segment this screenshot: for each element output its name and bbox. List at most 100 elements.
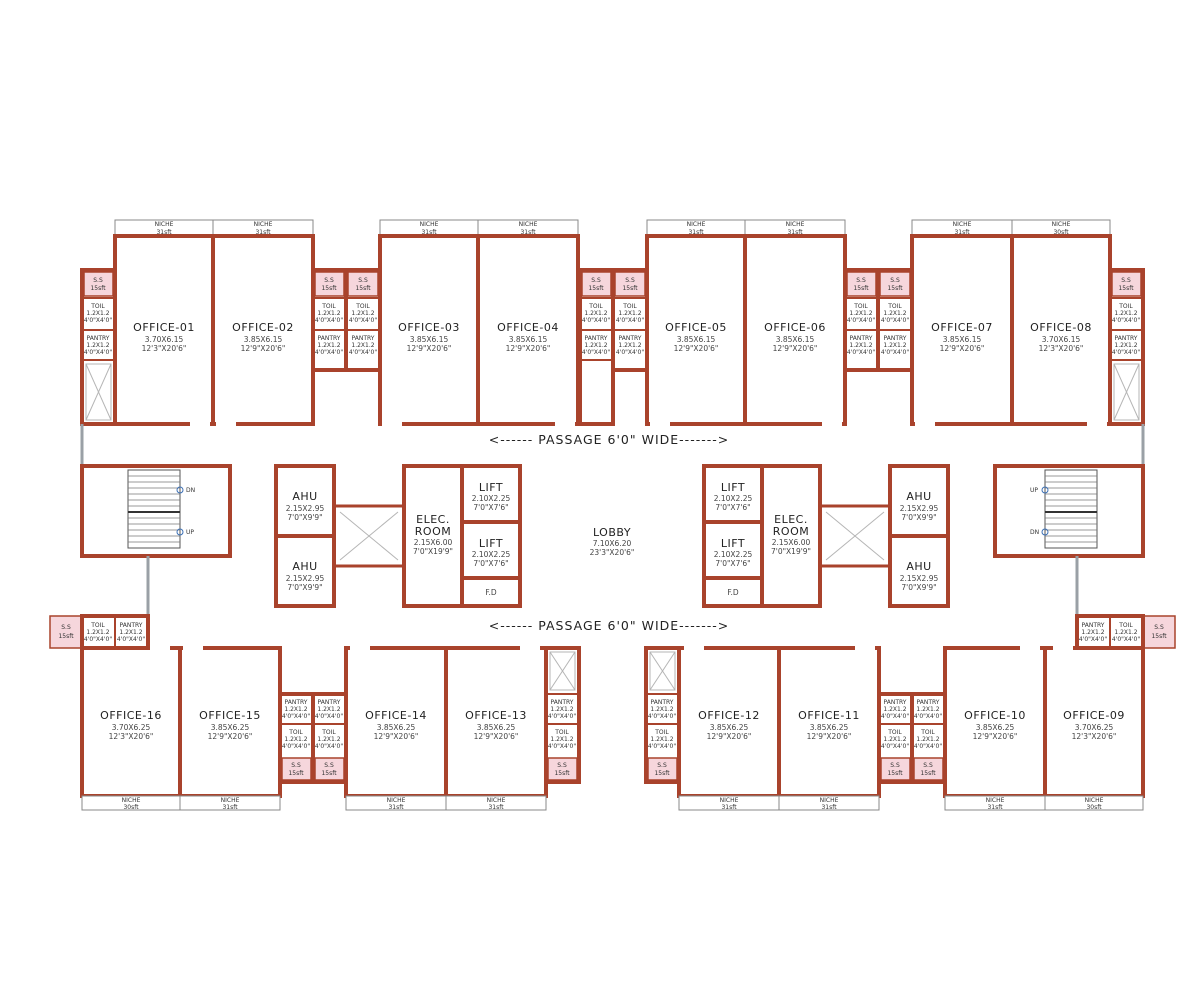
niche-label: NICHE bbox=[420, 221, 439, 228]
svg-text:4'0"X4'0": 4'0"X4'0" bbox=[648, 713, 676, 720]
svg-text:15sft: 15sft bbox=[355, 285, 371, 292]
svg-text:TOIL: TOIL bbox=[887, 303, 902, 310]
svg-text:1.2X1.2: 1.2X1.2 bbox=[284, 736, 307, 743]
svg-text:15sft: 15sft bbox=[288, 770, 304, 777]
svg-text:4'0"X4'0": 4'0"X4'0" bbox=[881, 713, 909, 720]
office-dim-m: 3.70X6.25 bbox=[112, 723, 151, 732]
svg-text:15sft: 15sft bbox=[887, 770, 903, 777]
svg-text:LIFT: LIFT bbox=[721, 481, 745, 494]
passage-bottom: <------ PASSAGE 6'0" WIDE-------> bbox=[146, 556, 1079, 633]
svg-text:1.2X1.2: 1.2X1.2 bbox=[317, 342, 340, 349]
svg-text:4'0"X4'0": 4'0"X4'0" bbox=[847, 349, 875, 356]
svg-text:TOIL: TOIL bbox=[321, 729, 336, 736]
svg-text:4'0"X4'0": 4'0"X4'0" bbox=[315, 317, 343, 324]
svg-text:TOIL: TOIL bbox=[90, 303, 105, 310]
svg-text:1.2X1.2: 1.2X1.2 bbox=[317, 706, 340, 713]
niche-label: NICHE bbox=[1085, 797, 1104, 804]
svg-text:1.2X1.2: 1.2X1.2 bbox=[584, 342, 607, 349]
office-dim-ft: 12'9"X20'6" bbox=[208, 732, 253, 741]
svg-text:S.S: S.S bbox=[557, 762, 567, 769]
svg-text:4'0"X4'0": 4'0"X4'0" bbox=[315, 713, 343, 720]
svg-text:PANTRY: PANTRY bbox=[551, 699, 574, 706]
svg-text:S.S: S.S bbox=[291, 762, 301, 769]
svg-text:1.2X1.2: 1.2X1.2 bbox=[618, 310, 641, 317]
top-niche-labels: NICHE 31sft NICHE 31sft NICHE 31sft NICH… bbox=[155, 221, 1071, 236]
office-name: OFFICE-01 bbox=[133, 321, 195, 334]
svg-text:TOIL: TOIL bbox=[288, 729, 303, 736]
niche-area: 31sft bbox=[388, 804, 404, 811]
office-dim-m: 3.70X6.15 bbox=[1042, 335, 1081, 344]
niche-area: 31sft bbox=[821, 804, 837, 811]
office-dim-ft: 12'9"X20'6" bbox=[807, 732, 852, 741]
office-dim-m: 3.85X6.25 bbox=[477, 723, 516, 732]
office-name: OFFICE-07 bbox=[931, 321, 993, 334]
svg-text:1.2X1.2: 1.2X1.2 bbox=[317, 310, 340, 317]
svg-text:1.2X1.2: 1.2X1.2 bbox=[1114, 342, 1137, 349]
svg-text:4'0"X4'0": 4'0"X4'0" bbox=[1112, 349, 1140, 356]
office-dim-ft: 12'3"X20'6" bbox=[1039, 344, 1084, 353]
svg-text:S.S: S.S bbox=[890, 762, 900, 769]
office-dim-ft: 12'9"X20'6" bbox=[241, 344, 286, 353]
svg-text:15sft: 15sft bbox=[90, 285, 106, 292]
office-dim-ft: 12'9"X20'6" bbox=[707, 732, 752, 741]
svg-text:4'0"X4'0": 4'0"X4'0" bbox=[881, 349, 909, 356]
svg-text:TOIL: TOIL bbox=[554, 729, 569, 736]
svg-text:PANTRY: PANTRY bbox=[318, 699, 341, 706]
svg-text:7.10X6.20: 7.10X6.20 bbox=[593, 539, 632, 548]
svg-text:1.2X1.2: 1.2X1.2 bbox=[883, 736, 906, 743]
passage-top: <------ PASSAGE 6'0" WIDE-------> bbox=[80, 424, 1145, 466]
svg-text:TOIL: TOIL bbox=[1118, 303, 1133, 310]
svg-text:TOIL: TOIL bbox=[355, 303, 370, 310]
svg-text:4'0"X4'0": 4'0"X4'0" bbox=[282, 713, 310, 720]
niche-area: 31sft bbox=[688, 229, 704, 236]
svg-text:PANTRY: PANTRY bbox=[651, 699, 674, 706]
svg-text:AHU: AHU bbox=[906, 490, 931, 503]
svg-text:1.2X1.2: 1.2X1.2 bbox=[351, 342, 374, 349]
svg-text:7'0"X7'6": 7'0"X7'6" bbox=[715, 503, 750, 512]
office-name: OFFICE-08 bbox=[1030, 321, 1092, 334]
svg-text:TOIL: TOIL bbox=[853, 303, 868, 310]
niche-area: 30sft bbox=[1053, 229, 1069, 236]
svg-text:15sft: 15sft bbox=[853, 285, 869, 292]
svg-text:1.2X1.2: 1.2X1.2 bbox=[916, 706, 939, 713]
svg-text:15sft: 15sft bbox=[1151, 633, 1167, 640]
svg-text:S.S: S.S bbox=[890, 277, 900, 284]
office-name: OFFICE-09 bbox=[1063, 709, 1125, 722]
svg-text:PANTRY: PANTRY bbox=[585, 335, 608, 342]
svg-text:S.S: S.S bbox=[61, 624, 71, 631]
niche-label: NICHE bbox=[387, 797, 406, 804]
stair-dn-marker-icon bbox=[176, 486, 184, 494]
svg-text:7'0"X9'9": 7'0"X9'9" bbox=[287, 513, 322, 522]
niche-label: NICHE bbox=[1052, 221, 1071, 228]
svg-text:1.2X1.2: 1.2X1.2 bbox=[550, 736, 573, 743]
svg-text:LIFT: LIFT bbox=[721, 537, 745, 550]
svg-text:TOIL: TOIL bbox=[920, 729, 935, 736]
svg-text:S.S: S.S bbox=[93, 277, 103, 284]
svg-text:2.15X2.95: 2.15X2.95 bbox=[286, 574, 325, 583]
svg-text:7'0"X7'6": 7'0"X7'6" bbox=[473, 559, 508, 568]
svg-text:2.15X2.95: 2.15X2.95 bbox=[900, 574, 939, 583]
stair-dn-marker-icon bbox=[1041, 528, 1049, 536]
svg-text:15sft: 15sft bbox=[1118, 285, 1134, 292]
svg-text:4'0"X4'0": 4'0"X4'0" bbox=[315, 743, 343, 750]
office-dim-ft: 12'9"X20'6" bbox=[374, 732, 419, 741]
svg-text:7'0"X9'9": 7'0"X9'9" bbox=[287, 583, 322, 592]
svg-text:2.10X2.25: 2.10X2.25 bbox=[472, 550, 511, 559]
stair-up-marker-icon bbox=[1041, 486, 1049, 494]
svg-text:F.D: F.D bbox=[485, 588, 496, 597]
office-dim-m: 3.85X6.15 bbox=[244, 335, 283, 344]
svg-text:PANTRY: PANTRY bbox=[1082, 622, 1105, 629]
svg-text:4'0"X4'0": 4'0"X4'0" bbox=[282, 743, 310, 750]
niche-area: 30sft bbox=[123, 804, 139, 811]
office-dim-m: 3.85X6.15 bbox=[943, 335, 982, 344]
svg-text:PANTRY: PANTRY bbox=[1115, 335, 1138, 342]
niche-label: NICHE bbox=[221, 797, 240, 804]
svg-text:4'0"X4'0": 4'0"X4'0" bbox=[648, 743, 676, 750]
office-dim-m: 3.85X6.15 bbox=[677, 335, 716, 344]
office-dim-m: 3.70X6.15 bbox=[145, 335, 184, 344]
svg-text:4'0"X4'0": 4'0"X4'0" bbox=[84, 636, 112, 643]
niche-area: 31sft bbox=[954, 229, 970, 236]
svg-text:4'0"X4'0": 4'0"X4'0" bbox=[548, 713, 576, 720]
svg-text:TOIL: TOIL bbox=[321, 303, 336, 310]
